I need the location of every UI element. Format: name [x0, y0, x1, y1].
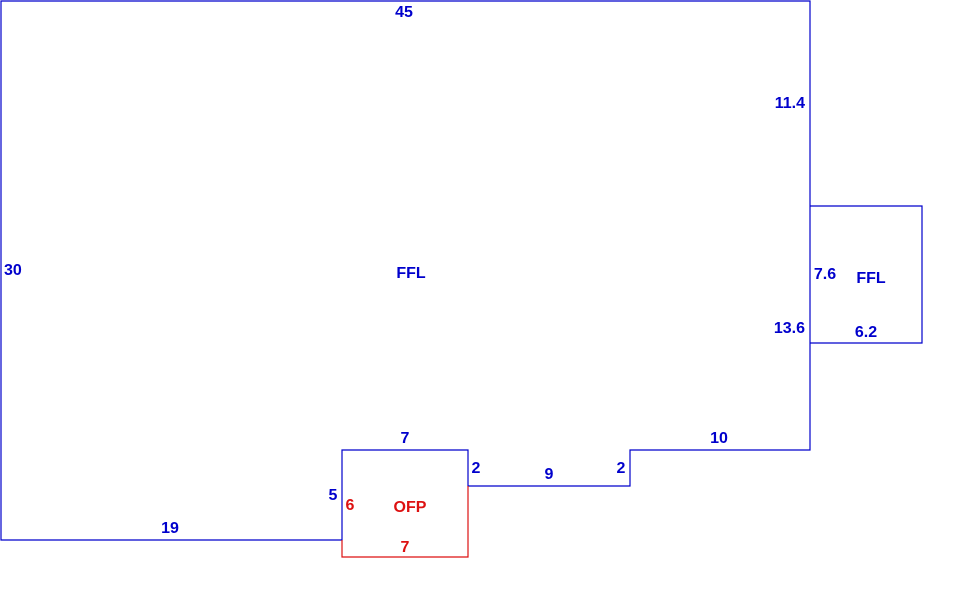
dim-main-right-upper: 11.4: [775, 95, 805, 112]
dim-addition-side: 7.6: [814, 266, 836, 283]
dim-porch-side: 6: [346, 497, 355, 514]
dim-main-right-lower: 13.6: [774, 320, 805, 337]
dim-main-top: 45: [395, 4, 413, 21]
dim-porch-bottom: 7: [401, 539, 410, 556]
dim-main-notch-top: 7: [401, 430, 410, 447]
dim-main-step-rise-right: 2: [617, 460, 626, 477]
addition-area-outline: [810, 205, 923, 344]
porch-area-outline: [341, 486, 469, 558]
area-label-addition: FFL: [856, 270, 886, 287]
dim-addition-bottom: 6.2: [855, 324, 877, 341]
dim-main-notch-side: 5: [329, 487, 338, 504]
dim-main-step-right: 10: [710, 430, 728, 447]
dim-main-left: 30: [4, 262, 22, 279]
dim-main-step-mid: 9: [545, 466, 554, 483]
dim-main-step-rise-left: 2: [472, 460, 481, 477]
area-label-main: FFL: [396, 265, 426, 282]
dim-main-bottom: 19: [161, 520, 179, 537]
area-label-porch: OFP: [394, 499, 427, 516]
